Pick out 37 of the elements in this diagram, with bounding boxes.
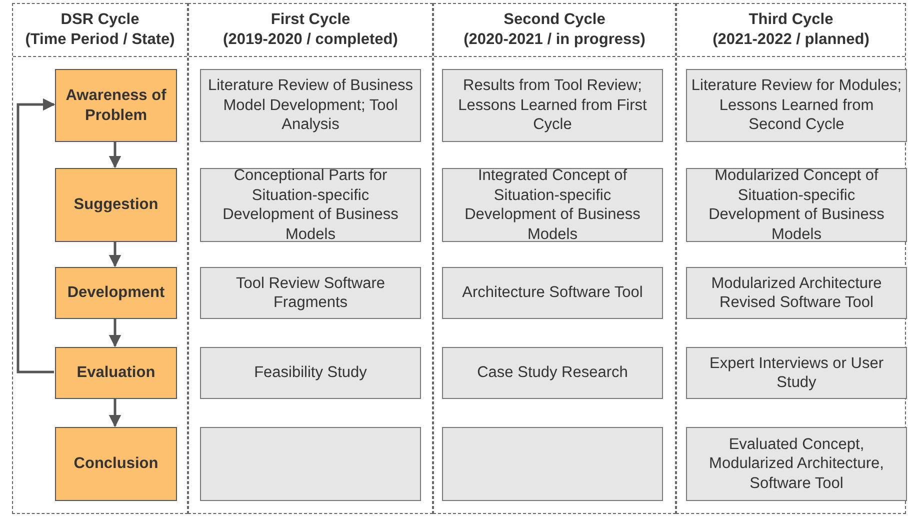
arrow: [108, 318, 122, 348]
activity-box: Expert Interviews or User Study: [686, 347, 907, 399]
header-text: (2021-2022 / planned): [712, 30, 870, 50]
activity-box: Architecture Software Tool: [442, 267, 663, 319]
activity-box: Literature Review of Business Model Development; Tool Analysis: [200, 69, 421, 142]
header-text: Third Cycle: [748, 10, 834, 30]
arrow: [16, 98, 56, 374]
arrow: [108, 241, 122, 268]
header-text: (2020-2021 / in progress): [464, 30, 646, 50]
arrow: [108, 398, 122, 428]
table-column: [676, 3, 906, 514]
process-box: Development: [55, 267, 177, 319]
arrow: [108, 141, 122, 168]
header-text: (2019-2020 / completed): [223, 30, 398, 50]
table-column: [12, 3, 188, 514]
activity-box: Modularized Concept of Situation-specific Development of Business Models: [686, 168, 907, 242]
header-text: First Cycle: [270, 10, 350, 30]
process-box: Suggestion: [55, 168, 177, 242]
process-box: Evaluation: [55, 347, 177, 399]
activity-box: Evaluated Concept, Modularized Architecture, Software Tool: [686, 427, 907, 501]
activity-box: Integrated Concept of Situation-specific Development of Business Models: [442, 168, 663, 242]
header-text: (Time Period / State): [25, 30, 175, 50]
process-box: Conclusion: [55, 427, 177, 501]
empty-box: [200, 427, 421, 501]
table-column: [433, 3, 676, 514]
activity-box: Results from Tool Review; Lessons Learned from First Cycle: [442, 69, 663, 142]
activity-box: Modularized Architecture Revised Software Tool: [686, 267, 907, 319]
activity-box: Conceptional Parts for Situation-specific Development of Business Models: [200, 168, 421, 242]
activity-box: Literature Review for Modules; Lessons Learned from Second Cycle: [686, 69, 907, 142]
header-text: DSR Cycle: [60, 10, 140, 30]
process-box: Awareness of Problem: [55, 69, 177, 142]
activity-box: Case Study Research: [442, 347, 663, 399]
header-text: Second Cycle: [504, 10, 606, 30]
activity-box: Tool Review Software Fragments: [200, 267, 421, 319]
empty-box: [442, 427, 663, 501]
table-column: [188, 3, 433, 514]
activity-box: Feasibility Study: [200, 347, 421, 399]
